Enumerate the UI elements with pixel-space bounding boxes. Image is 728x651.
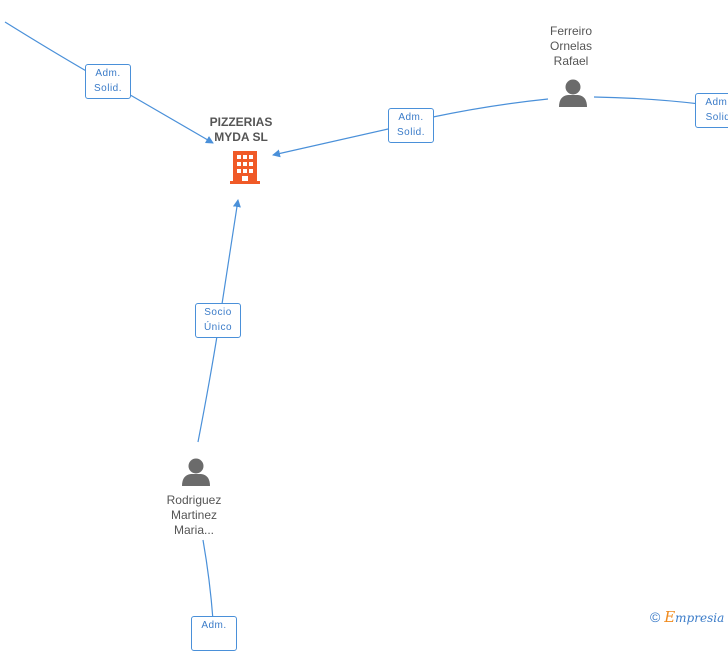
edge-ferreiro-to-right: [593, 96, 701, 105]
edge-label-line: Socio: [204, 307, 232, 318]
edge-label-line: Adm.: [705, 97, 728, 108]
edge-rodriguez-down: [202, 539, 214, 621]
edge-label-line: Adm.: [95, 68, 121, 79]
person-name-line: Martinez: [170, 508, 217, 522]
relationship-graph: [4, 21, 701, 621]
edge-label-line: Solid: [705, 112, 728, 123]
person-name-line: Maria...: [173, 523, 214, 537]
edge-label-adm-solid[interactable]: Adm. Solid.: [388, 108, 434, 143]
edge-label-adm[interactable]: Adm.: [191, 616, 237, 651]
edge-label-line: Solid.: [93, 83, 122, 94]
edge-label-adm-solid[interactable]: Adm. Solid: [695, 93, 728, 128]
person-name-ferreiro[interactable]: Ferreiro Ornelas Rafael: [516, 24, 626, 69]
company-name[interactable]: PIZZERIAS MYDA SL: [186, 115, 296, 145]
edge-label-adm-solid[interactable]: Adm. Solid.: [85, 64, 131, 99]
person-name-rodriguez[interactable]: Rodriguez Martinez Maria...: [139, 493, 249, 538]
copyright-symbol: ©: [650, 609, 661, 625]
person-name-line: Ornelas: [549, 39, 593, 53]
edge-label-line: Adm.: [201, 620, 227, 631]
person-icon[interactable]: [559, 79, 587, 108]
company-name-line2: MYDA SL: [214, 130, 268, 144]
edge-label-line: Único: [203, 322, 233, 333]
person-name-line: Ferreiro: [549, 24, 592, 38]
edge-label-line: Adm.: [398, 112, 424, 123]
empresia-watermark: © Empresia: [650, 608, 724, 626]
brand-rest: mpresia: [675, 611, 725, 625]
company-name-line1: PIZZERIAS: [209, 115, 273, 129]
person-icon[interactable]: [182, 458, 210, 487]
person-name-line: Rodriguez: [166, 493, 222, 507]
edge-label-socio-unico[interactable]: Socio Único: [195, 303, 241, 338]
brand-initial: E: [664, 608, 676, 626]
edge-label-line: Solid.: [396, 127, 425, 138]
person-name-line: Rafael: [553, 54, 589, 68]
building-icon[interactable]: [230, 151, 260, 184]
